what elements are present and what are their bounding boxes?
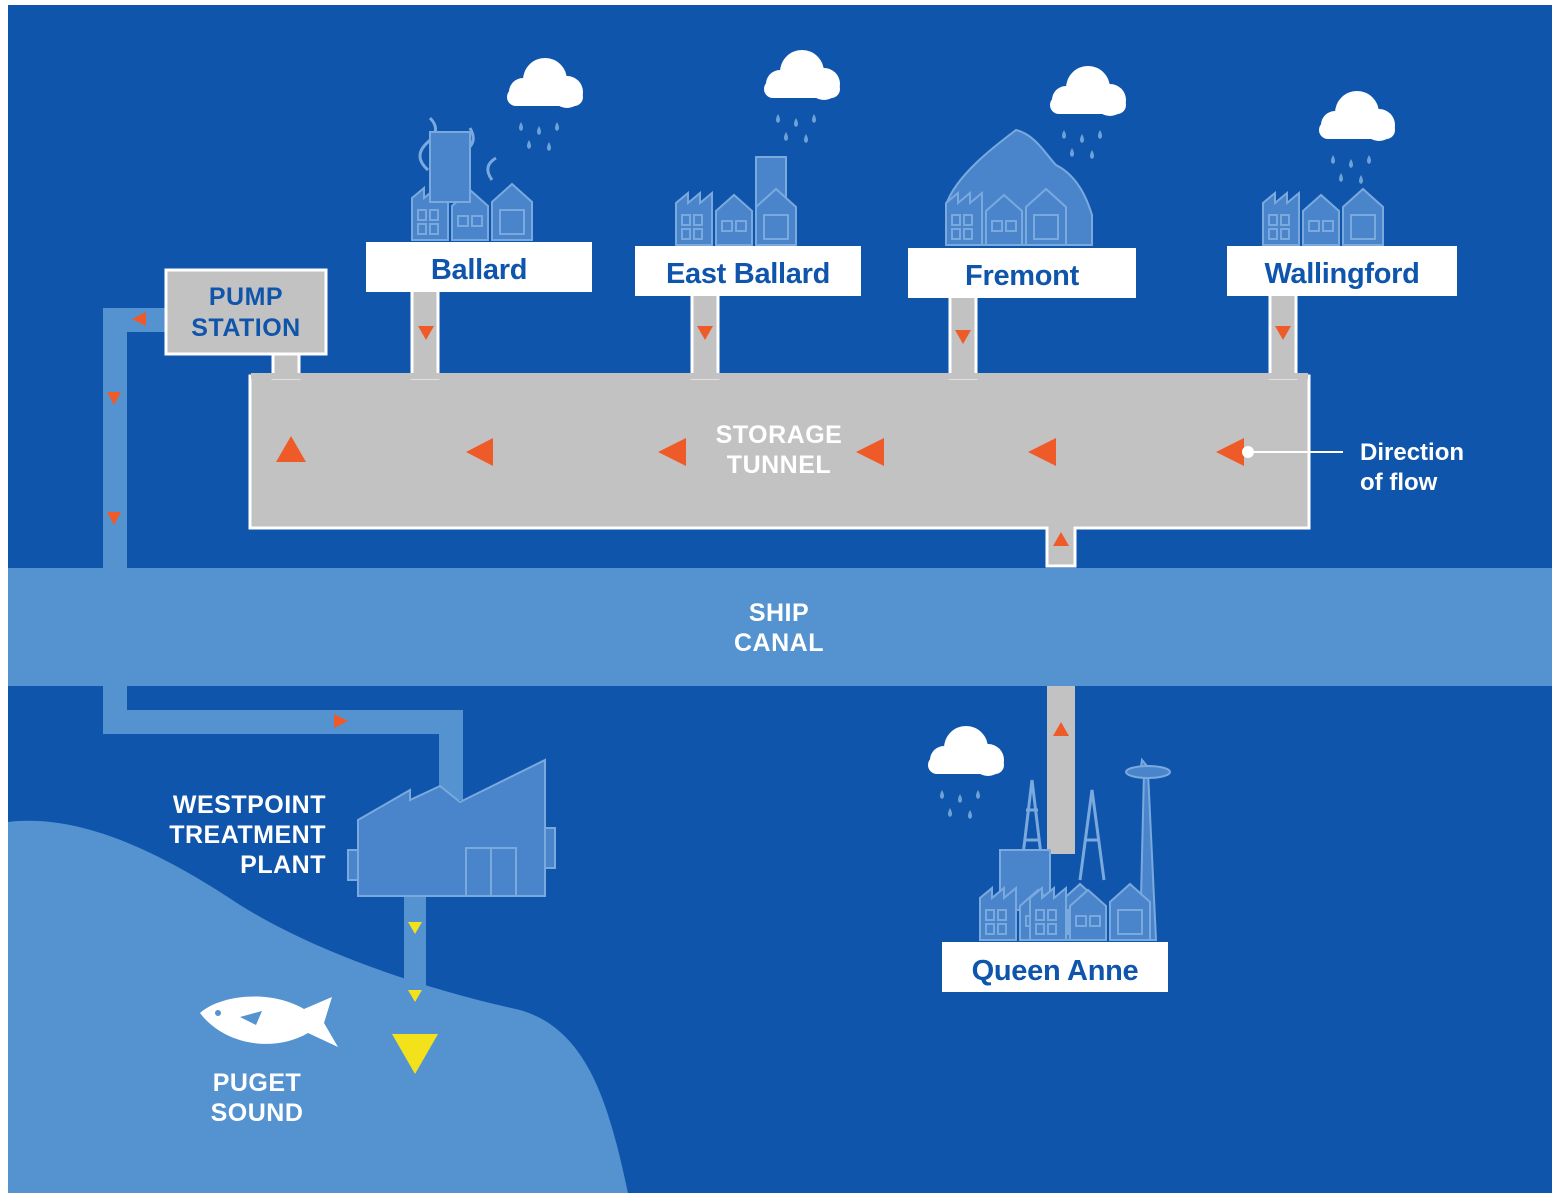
treatment-plant-label-2: TREATMENT <box>169 821 326 849</box>
factory-icon <box>347 758 556 897</box>
flow-arrow-down-icon <box>1275 326 1291 340</box>
storage-tunnel <box>248 288 1311 854</box>
flow-arrow-left-icon <box>1216 438 1244 466</box>
flow-arrow-down-icon <box>955 330 971 344</box>
puget-sound-label-1: PUGET <box>213 1069 302 1097</box>
oil-derrick-icon <box>1018 779 1106 881</box>
treatment-plant-label-3: PLANT <box>240 851 326 879</box>
label-ballard-text: Ballard <box>431 254 527 286</box>
flow-legend-label-2: of flow <box>1360 469 1438 496</box>
wallingford-city-icon <box>1262 188 1384 246</box>
flow-legend: Direction of flow <box>1242 439 1464 496</box>
flow-arrow-up-icon <box>276 436 306 462</box>
flow-legend-label-1: Direction <box>1360 439 1464 466</box>
ship-canal <box>8 568 1552 686</box>
label-wallingford-text: Wallingford <box>1264 258 1419 290</box>
ship-canal-label-2: CANAL <box>734 629 824 657</box>
treatment-plant-label-1: WESTPOINT <box>173 791 326 819</box>
fremont-city-icon <box>945 128 1093 246</box>
label-fremont: Fremont <box>908 248 1136 298</box>
label-wallingford: Wallingford <box>1227 246 1457 296</box>
pump-station-label-1: PUMP <box>209 283 283 311</box>
flow-arrow-left-icon <box>466 438 493 466</box>
flow-arrows <box>107 312 1291 736</box>
flow-arrow-down-icon <box>418 326 434 340</box>
label-east-ballard: East Ballard <box>635 246 861 296</box>
ballard-city-icon <box>411 116 533 241</box>
flow-arrow-left-icon <box>856 438 884 466</box>
outflow-arrow-down-icon <box>392 1034 438 1074</box>
fish-icon <box>200 996 338 1047</box>
flow-arrow-left-icon <box>1028 438 1056 466</box>
outflow-arrow-down-icon <box>408 990 422 1002</box>
label-east-ballard-text: East Ballard <box>666 258 830 290</box>
flow-arrow-left-icon <box>658 438 686 466</box>
outfall-conduit <box>103 308 463 1006</box>
ship-canal-label-1: SHIP <box>749 599 809 627</box>
flow-arrow-up-icon <box>1053 532 1069 546</box>
queen-anne-city-icon <box>979 757 1171 941</box>
flow-arrow-down-icon <box>107 392 121 405</box>
label-ballard: Ballard <box>366 242 592 292</box>
label-fremont-text: Fremont <box>965 260 1080 292</box>
outflow-arrows <box>392 922 438 1074</box>
outflow-arrow-down-icon <box>408 922 422 934</box>
flow-arrow-down-icon <box>697 326 713 340</box>
puget-sound-label-2: SOUND <box>211 1099 304 1127</box>
label-queen-anne-text: Queen Anne <box>972 955 1139 987</box>
pump-station-label-2: STATION <box>191 314 301 342</box>
flow-arrow-right-icon <box>334 714 348 728</box>
flow-arrow-up-icon <box>1053 722 1069 736</box>
east-ballard-city-icon <box>675 156 797 246</box>
storage-tunnel-label-1: STORAGE <box>716 421 843 449</box>
pump-station: PUMP STATION <box>164 268 328 356</box>
storage-tunnel-label-2: TUNNEL <box>727 451 831 479</box>
flow-arrow-down-icon <box>107 512 121 525</box>
space-needle-icon <box>1125 757 1171 941</box>
flow-arrow-left-icon <box>132 312 146 326</box>
label-queen-anne: Queen Anne <box>942 942 1168 992</box>
